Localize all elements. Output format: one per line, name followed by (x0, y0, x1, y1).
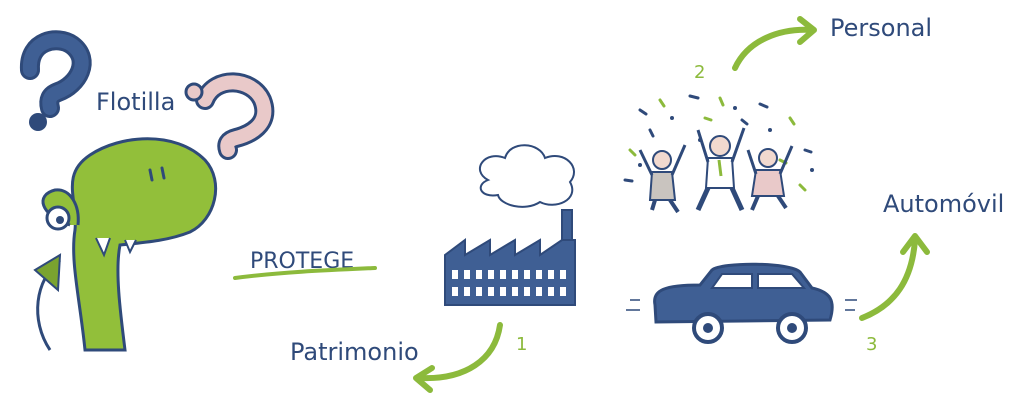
question-mark-blue-icon (20, 30, 92, 131)
car-icon (626, 262, 857, 344)
arrow-to-patrimonio (413, 322, 503, 393)
step-number-3: 3 (866, 334, 877, 355)
question-mark-pink-icon (184, 72, 275, 160)
arrow-to-automovil (859, 233, 930, 321)
celebrating-people-icon (623, 94, 814, 214)
label-automovil: Automóvil (883, 190, 1004, 218)
dinosaur-mascot (33, 137, 218, 352)
label-patrimonio: Patrimonio (290, 338, 419, 366)
step-number-1: 1 (516, 334, 527, 355)
arrow-to-personal (732, 16, 817, 71)
label-flotilla: Flotilla (96, 88, 175, 116)
step-number-2: 2 (694, 62, 705, 83)
label-personal: Personal (830, 14, 932, 42)
protege-underline (233, 266, 377, 280)
factory-icon (444, 144, 576, 306)
